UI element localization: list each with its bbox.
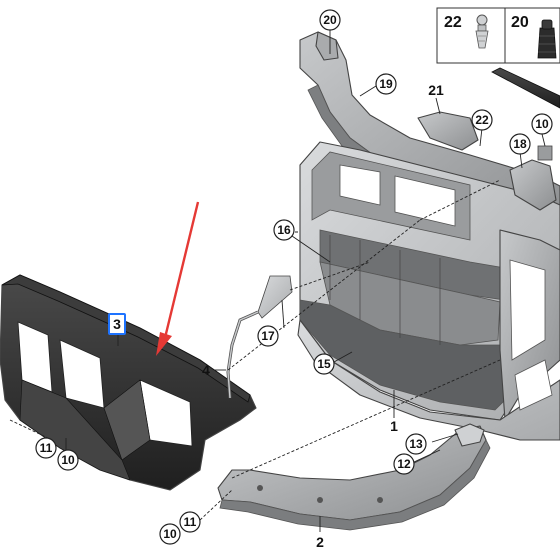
svg-text:19: 19 (379, 77, 393, 91)
callout-12: 12 (393, 453, 415, 475)
svg-text:1: 1 (390, 418, 398, 434)
callout-10-right: 10 (531, 113, 553, 135)
label-1: 1 (390, 418, 398, 434)
callout-17: 17 (257, 325, 279, 347)
svg-text:10: 10 (163, 527, 177, 541)
svg-text:2: 2 (316, 534, 324, 550)
label-2: 2 (316, 534, 324, 550)
air-duct-part-3 (0, 274, 257, 491)
clip-part-13 (454, 423, 485, 447)
red-arrow-indicator (156, 201, 200, 356)
legend-number-20: 20 (511, 14, 529, 31)
label-21: 21 (428, 82, 444, 98)
seal-strip (491, 67, 560, 109)
lower-bracket-part-2 (217, 425, 491, 531)
callout-11-bottom: 11 (179, 511, 201, 533)
svg-text:20: 20 (323, 13, 337, 27)
svg-text:22: 22 (475, 113, 489, 127)
callout-13: 13 (405, 433, 427, 455)
callout-11-left: 11 (35, 437, 57, 459)
callout-22: 22 (471, 109, 493, 131)
legend-number-22: 22 (444, 14, 462, 31)
svg-text:10: 10 (61, 453, 75, 467)
svg-text:10: 10 (535, 117, 549, 131)
callout-18: 18 (509, 133, 531, 155)
callout-20-top: 20 (319, 9, 341, 31)
svg-text:4: 4 (202, 362, 210, 378)
clip-icon (475, 14, 489, 49)
callout-19: 19 (375, 73, 397, 95)
svg-text:15: 15 (317, 357, 331, 371)
callout-16: 16 (273, 219, 295, 241)
bracket-part-18 (509, 145, 557, 211)
callout-15: 15 (313, 353, 335, 375)
front-end-carrier (297, 31, 560, 441)
rod-part-4 (226, 275, 293, 399)
svg-text:13: 13 (409, 437, 423, 451)
bracket-part-21 (417, 111, 479, 151)
label-4: 4 (202, 362, 210, 378)
svg-text:12: 12 (397, 457, 411, 471)
svg-text:16: 16 (277, 223, 291, 237)
svg-text:3: 3 (113, 316, 121, 332)
callout-3-highlighted: 3 (108, 313, 126, 335)
grommet-icon (537, 19, 557, 59)
leader-lines (9, 30, 546, 532)
svg-text:17: 17 (261, 329, 275, 343)
svg-text:11: 11 (184, 515, 197, 529)
callout-10-left: 10 (57, 449, 79, 471)
svg-text:21: 21 (428, 82, 444, 98)
callout-10-bottom: 10 (159, 523, 181, 545)
legend-box: 22 20 (436, 7, 560, 64)
svg-text:18: 18 (513, 137, 527, 151)
svg-text:11: 11 (40, 441, 53, 455)
